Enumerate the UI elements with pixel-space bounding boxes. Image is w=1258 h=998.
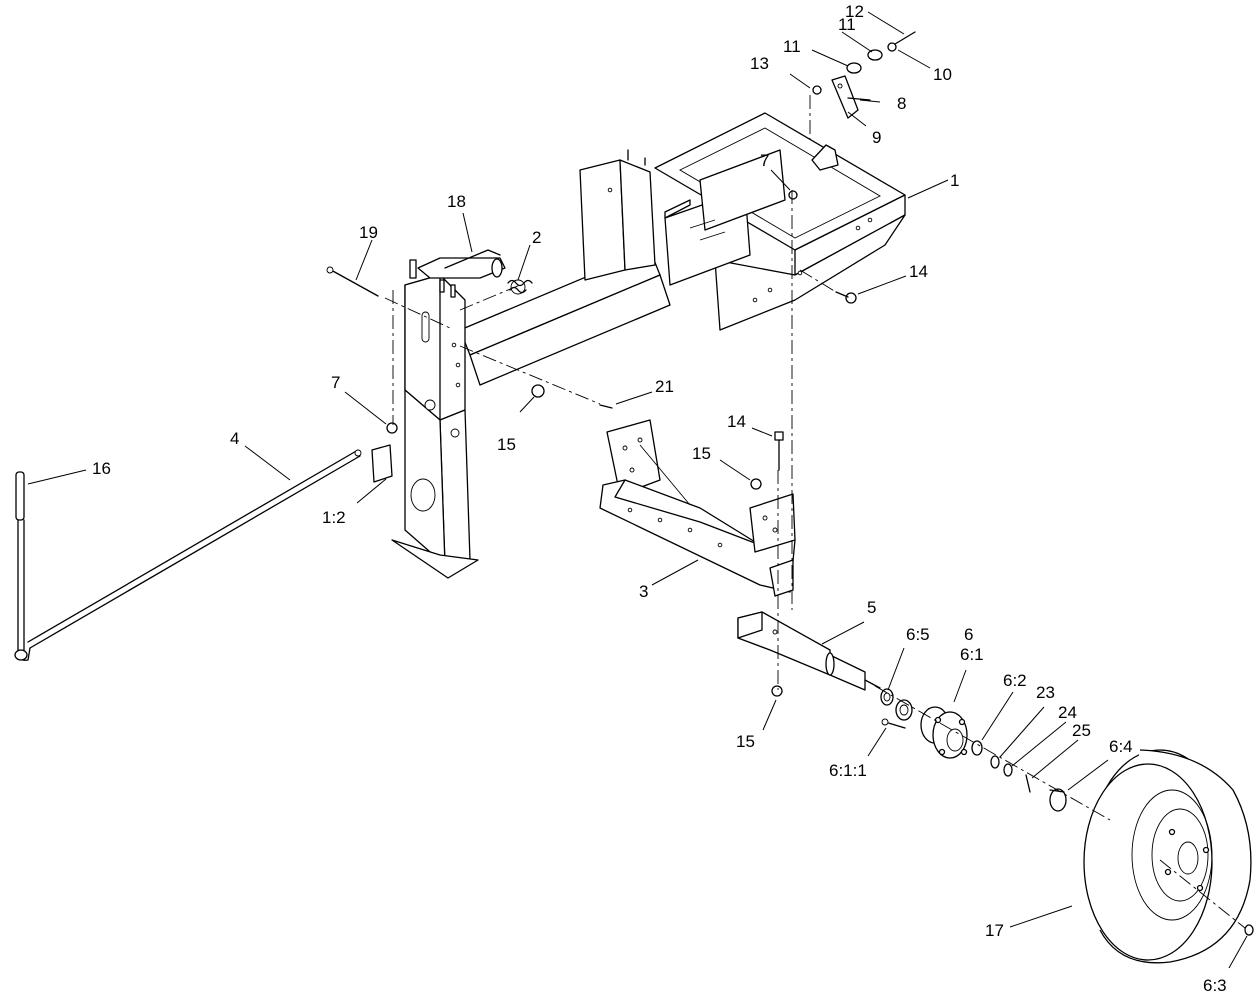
callout-6-1: 6:1 — [960, 645, 984, 664]
alignment-lines — [384, 95, 1246, 929]
callout-16: 16 — [92, 459, 111, 478]
callout-2: 2 — [532, 228, 541, 247]
callout-6-5: 6:5 — [906, 625, 930, 644]
leader-lines — [27, 11, 1248, 969]
callout-25: 25 — [1072, 721, 1091, 740]
callout-14-lower: 14 — [727, 412, 746, 431]
callout-23: 23 — [1036, 683, 1055, 702]
latch-and-spring — [417, 249, 533, 295]
callout-18: 18 — [447, 192, 466, 211]
callout-15-left: 15 — [497, 435, 516, 454]
callout-4: 4 — [230, 429, 239, 448]
callout-3: 3 — [639, 582, 648, 601]
push-rod — [14, 449, 362, 661]
callout-8: 8 — [897, 94, 906, 113]
callout-9: 9 — [872, 128, 881, 147]
axle-bracket — [599, 419, 796, 597]
callout-19: 19 — [359, 223, 378, 242]
callout-6-1-1: 6:1:1 — [829, 761, 867, 780]
callout-10: 10 — [933, 65, 952, 84]
callout-12: 12 — [845, 2, 864, 21]
callout-11-lower: 11 — [783, 37, 801, 56]
pin-19 — [326, 266, 379, 297]
hub-assembly — [880, 688, 1067, 812]
callout-21: 21 — [655, 377, 674, 396]
callout-6-3: 6:3 — [1203, 976, 1227, 995]
callout-11-upper: 11 — [838, 15, 856, 34]
callout-1: 1 — [950, 171, 959, 190]
callout-6-4: 6:4 — [1109, 737, 1133, 756]
callout-labels: 1 1:2 2 3 4 5 6 6:1 6:1:1 6:2 6:3 6:4 6:… — [92, 2, 1227, 995]
axle-spindle — [737, 611, 881, 691]
callout-24: 24 — [1058, 703, 1077, 722]
callout-6: 6 — [964, 625, 973, 644]
callout-14-upper: 14 — [909, 262, 928, 281]
wheel — [1083, 749, 1254, 964]
callout-6-2: 6:2 — [1003, 671, 1027, 690]
callout-13: 13 — [750, 54, 769, 73]
callout-1-2: 1:2 — [322, 508, 346, 527]
fasteners — [386, 291, 857, 697]
callout-7-left: 7 — [331, 373, 340, 392]
top-hardware — [788, 31, 916, 200]
callout-15-lower: 15 — [736, 732, 755, 751]
callout-5: 5 — [867, 598, 876, 617]
callout-15-middle: 15 — [692, 444, 711, 463]
main-frame — [459, 112, 906, 386]
callout-17: 17 — [985, 921, 1004, 940]
callout-7-upper: 7 — [760, 151, 769, 170]
decal-plate — [371, 444, 393, 483]
